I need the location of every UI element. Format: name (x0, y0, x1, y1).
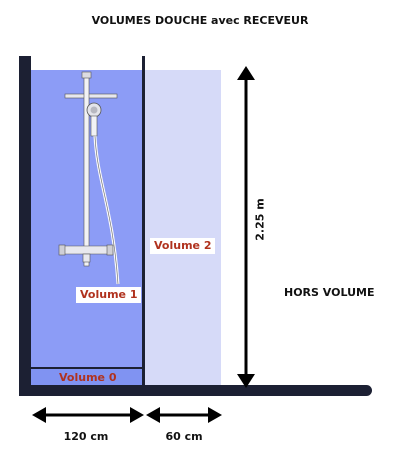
volume-2-width-arrow (146, 407, 222, 423)
floor (19, 385, 372, 396)
hors-volume-label: HORS VOLUME (284, 286, 375, 299)
height-dimension-label: 2.25 m (253, 198, 267, 241)
volume-2-zone (145, 70, 221, 386)
shower-column-icon (58, 71, 120, 285)
volume-0-label: Volume 0 (59, 371, 117, 384)
height-dimension-arrow (237, 66, 255, 388)
wall (19, 56, 31, 387)
shower-partition (142, 56, 145, 386)
shower-width-arrow (32, 407, 144, 423)
volume-2-width-label: 60 cm (165, 430, 203, 443)
volume-1-label: Volume 1 (76, 287, 142, 303)
diagram-title: VOLUMES DOUCHE avec RECEVEUR (91, 14, 309, 27)
volume-2-label: Volume 2 (150, 238, 216, 254)
volume-0-zone (31, 369, 142, 386)
shower-tray-edge (31, 367, 142, 369)
shower-width-label: 120 cm (63, 430, 109, 443)
